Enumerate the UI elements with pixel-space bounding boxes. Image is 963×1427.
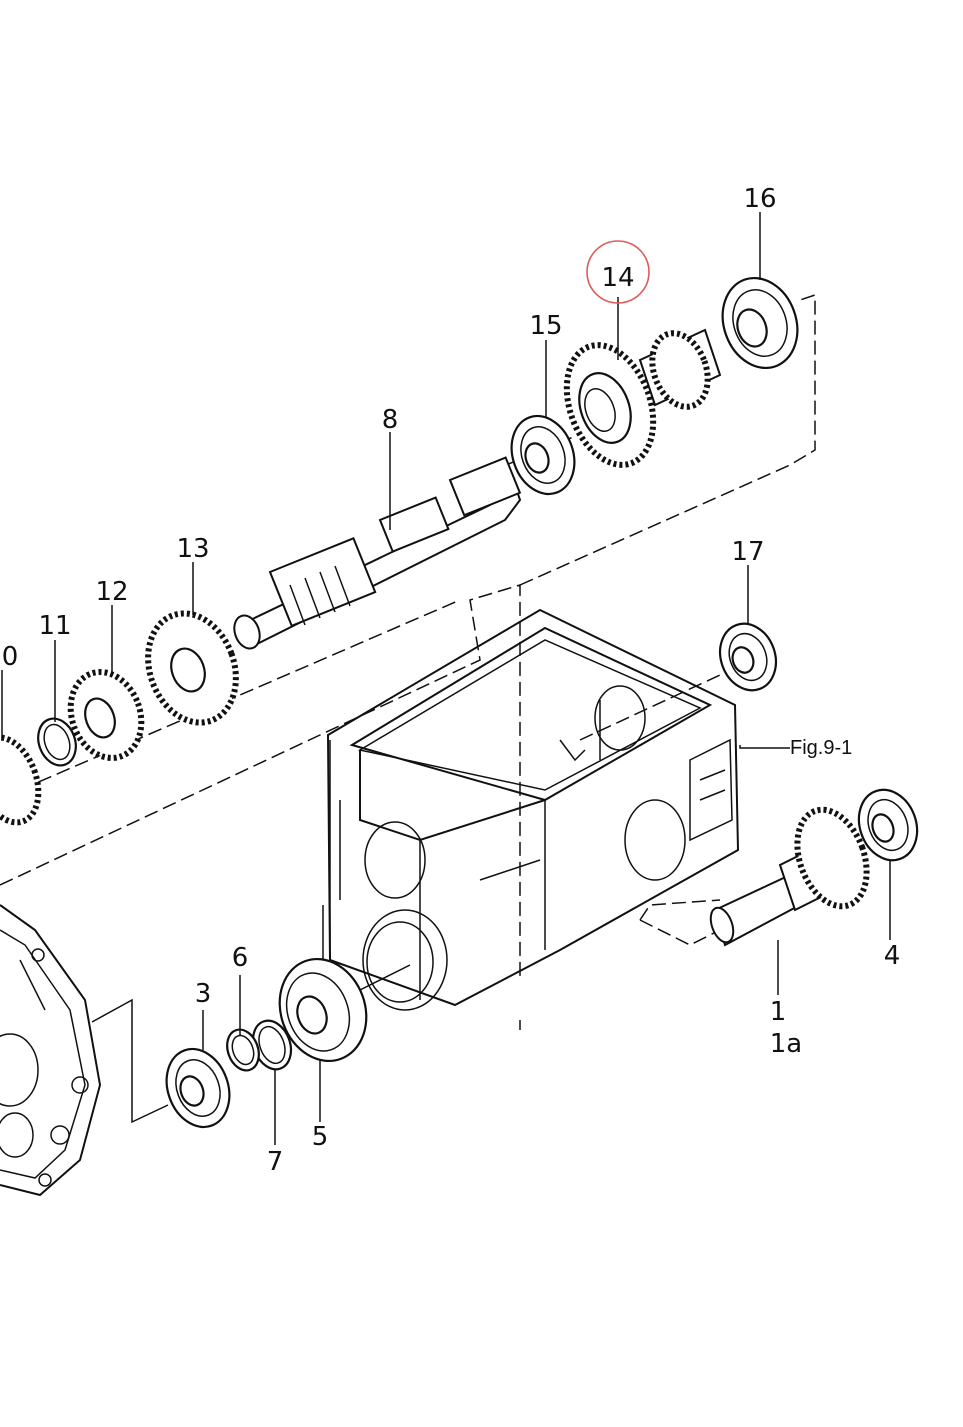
callout-7: 7 (267, 1147, 284, 1177)
callout-17: 17 (731, 537, 764, 567)
callout-12: 12 (95, 577, 128, 607)
part-12-gear (67, 669, 145, 761)
callout-16: 16 (743, 184, 776, 214)
callout-8: 8 (382, 405, 399, 435)
callout-10: 0 (2, 642, 19, 672)
callout-15: 15 (529, 311, 562, 341)
callout-4: 4 (884, 941, 901, 971)
part-1-input-shaft (709, 806, 870, 947)
part-16-bearing (721, 276, 799, 370)
callout-11: 11 (38, 611, 71, 641)
highlight-circle-part-14 (586, 240, 650, 304)
figure-reference-label: Fig.9-1 (790, 737, 852, 759)
part-5-bearing (278, 957, 368, 1063)
part-10-gear (0, 734, 42, 826)
part-15-bearing (510, 414, 576, 496)
part-6-snap-ring (226, 1028, 260, 1072)
callout-1a: 1a (770, 1029, 802, 1059)
lower-assembly-leader-lines (91, 745, 790, 1124)
part-8-main-shaft (233, 456, 522, 650)
callout-6: 6 (232, 943, 249, 973)
part-11-snap-ring (37, 717, 77, 767)
callout-5: 5 (312, 1122, 329, 1152)
part-13-gear (145, 610, 239, 726)
callout-1: 1 (770, 997, 787, 1027)
transmission-case (326, 608, 740, 1011)
part-14-gear-cluster (563, 328, 722, 468)
end-cover-plate (0, 904, 102, 1197)
callout-13: 13 (176, 534, 209, 564)
part-4-bearing (857, 788, 919, 862)
callout-14: 14 (601, 263, 634, 293)
part-3-bearing (165, 1047, 231, 1129)
part-17-bearing (718, 622, 778, 692)
callout-leaders (1, 212, 891, 1145)
callout-3: 3 (195, 979, 212, 1009)
